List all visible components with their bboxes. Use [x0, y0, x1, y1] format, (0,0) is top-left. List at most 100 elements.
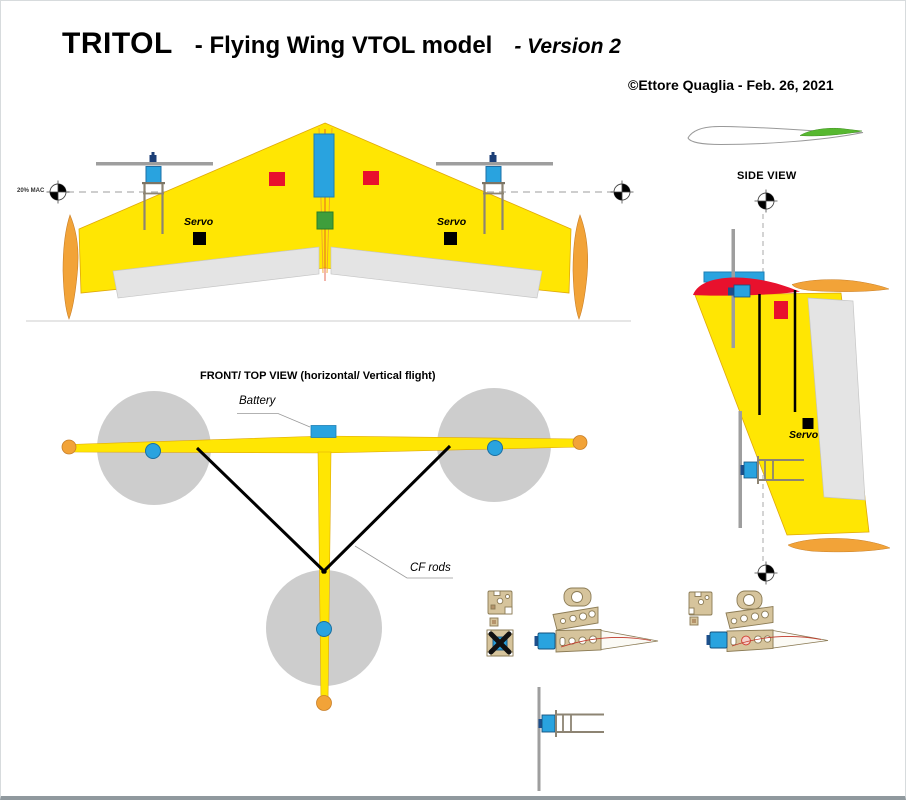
rib-hole [560, 618, 566, 624]
motor-side-dark [728, 287, 734, 296]
right-motor-dot [487, 440, 503, 456]
left-elevon [112, 246, 320, 299]
cf-rods-leader-line [354, 545, 453, 579]
left-servo-square [193, 232, 206, 245]
winglet-bottom-side [787, 538, 891, 553]
winglet-top-side [791, 279, 890, 292]
pylon-red-line [731, 636, 822, 647]
title-block: TRITOL - Flying Wing VTOL model - Versio… [62, 27, 621, 61]
oval-part-hole [743, 594, 755, 606]
tapered-rib [725, 605, 774, 630]
rear-tip-dot [316, 695, 332, 711]
motor-body [541, 714, 556, 733]
rib-hole [740, 614, 748, 623]
bracket-notch [504, 606, 513, 615]
mount-slot [559, 637, 566, 646]
motor-cap [538, 719, 542, 728]
elevon-side [807, 297, 866, 501]
bracket-notch [493, 590, 501, 596]
battery-leader-line [237, 413, 311, 428]
right-propeller [436, 162, 553, 166]
parts-group-right [688, 590, 829, 652]
motor-body [743, 461, 758, 479]
motor-cap [740, 465, 744, 475]
bracket-hole [704, 595, 710, 600]
left-motor [145, 166, 162, 183]
left-motor-assembly [96, 152, 213, 234]
motor-body [709, 631, 728, 649]
right-tip-dot [572, 435, 588, 450]
left-tip-dot [61, 439, 77, 455]
rib-hole [730, 617, 738, 625]
model-name: TRITOL [62, 27, 173, 60]
mount-hole [568, 637, 576, 645]
airfoil-section [687, 125, 864, 146]
spinner [149, 155, 157, 162]
battery-top-view [313, 133, 335, 198]
rib-hole [761, 610, 769, 619]
servo-label-side: Servo [789, 429, 819, 441]
left-winglet [62, 214, 79, 320]
cg-symbol-left [46, 180, 70, 204]
mount-hole [763, 635, 772, 643]
cg-symbol-side-bottom [754, 561, 778, 585]
left-red-box [269, 172, 285, 186]
mac-label: 20% MAC [17, 188, 45, 194]
side-lower-motor-assembly [738, 411, 804, 528]
bracket-hole [505, 594, 510, 599]
bracket-tab [490, 604, 496, 610]
model-version: - Version 2 [514, 35, 621, 58]
motor-pylon-side-assembly [534, 629, 659, 653]
parts-group-middle [534, 587, 659, 653]
servo-label-left: Servo [184, 216, 214, 228]
component-details [486, 587, 829, 791]
right-elevon [330, 246, 543, 299]
right-servo-square [444, 232, 457, 245]
red-box-side [774, 301, 788, 319]
servo-label-right: Servo [437, 216, 467, 228]
mount-slot [730, 636, 737, 646]
mount-plate [142, 182, 165, 185]
rear-motor-dot [316, 621, 332, 637]
spinner-tip [151, 152, 155, 156]
oval-part-hole [571, 591, 583, 603]
side-view-title: SIDE VIEW [737, 170, 797, 182]
copyright-note: ©Ettore Quaglia - Feb. 26, 2021 [628, 77, 834, 93]
propeller-blade [537, 687, 541, 791]
right-motor-assembly [436, 152, 553, 234]
right-winglet [572, 214, 588, 320]
rib-hole [750, 612, 760, 621]
square-inner [492, 620, 496, 624]
cf-rods-label: CF rods [410, 562, 451, 574]
parts-group-left [486, 590, 514, 657]
motor-body [537, 632, 556, 650]
right-motor [485, 166, 502, 183]
right-red-box [363, 171, 379, 185]
bracket-notch [688, 607, 695, 615]
mount-hole-red-ring [741, 635, 751, 646]
motor-cap [534, 636, 538, 646]
motor-pylon-side-assembly [706, 629, 829, 652]
side-view-drawing [687, 125, 891, 585]
motor-frame-propeller-assembly [537, 687, 604, 791]
spinner-tip [491, 152, 495, 156]
front-top-view-drawing [61, 388, 588, 711]
cf-rod-right [320, 444, 452, 575]
rib-hole [588, 610, 596, 618]
left-propeller [96, 162, 213, 166]
rib-hole [578, 612, 588, 621]
left-motor-dot [145, 443, 161, 459]
motor-cap [706, 635, 710, 645]
motor-mount-bottom-view [486, 629, 514, 657]
esc-green-box [316, 211, 334, 230]
spinner [489, 155, 497, 162]
rib-hole [569, 614, 577, 623]
cf-rod-left [195, 446, 328, 575]
square-inner [692, 619, 696, 623]
bracket-hole [496, 597, 504, 605]
airfoil-elevon-green [799, 127, 863, 137]
model-description: - Flying Wing VTOL model [194, 32, 493, 59]
battery-front-view [310, 425, 337, 438]
